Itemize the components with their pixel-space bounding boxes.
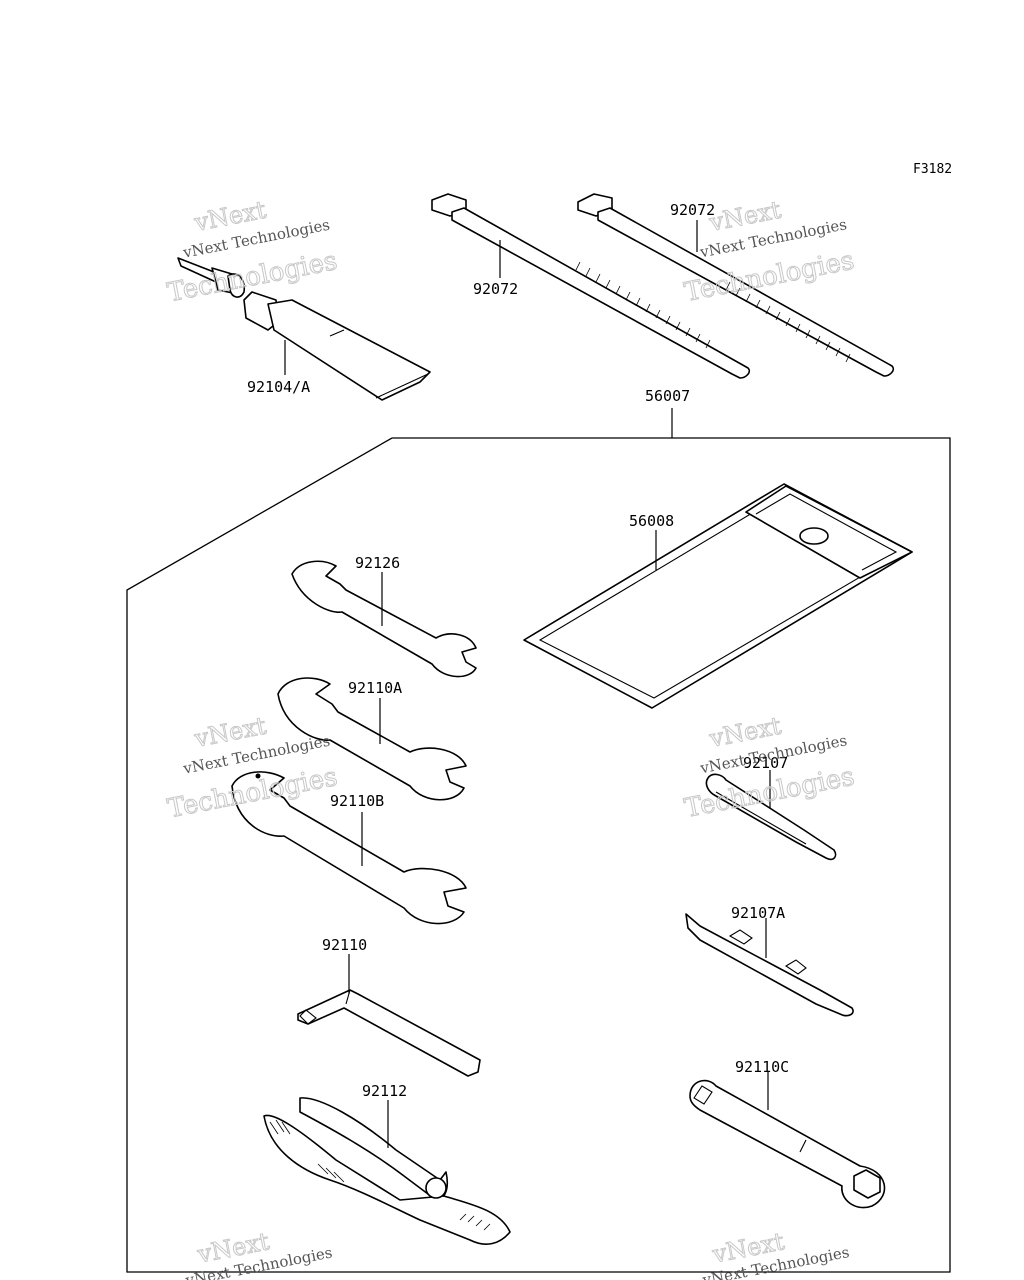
label-screwdriver-92107: 92107 [743, 754, 788, 772]
wrench-92110b-part [231, 771, 467, 925]
grease-tube-part [177, 257, 431, 401]
label-wrench-92110a: 92110A [348, 679, 402, 697]
label-wrench-92126: 92126 [355, 554, 400, 572]
label-wrench-92110b: 92110B [330, 792, 384, 810]
wrench-92110a-part [277, 677, 467, 801]
tool-bag-part [523, 483, 913, 709]
label-tool-kit: 56007 [645, 387, 690, 405]
cable-tie-right-part [577, 193, 895, 377]
watermark-mid-right: vNext vNext Technologies Technologies [682, 711, 858, 824]
wrench-92126-part [291, 560, 477, 678]
label-screwdriver-92107a: 92107A [731, 904, 785, 922]
label-hex-key: 92110 [322, 936, 367, 954]
screwdriver-92107a-part [685, 913, 854, 1017]
figure-code: F3182 [913, 162, 952, 177]
label-pliers: 92112 [362, 1082, 407, 1100]
cable-tie-left-part [431, 193, 751, 379]
pliers-part [263, 1097, 511, 1245]
watermark-bottom-left: vNext vNext Technologies [183, 1227, 334, 1280]
label-cable-tie-left: 92072 [473, 280, 518, 298]
label-grease-tube: 92104/A [247, 378, 310, 396]
screwdriver-92107-part [705, 773, 837, 861]
socket-wrench-part [689, 1079, 886, 1209]
tool-kit-frame [126, 437, 951, 1273]
hex-key-part [297, 989, 481, 1077]
label-tool-bag: 56008 [629, 512, 674, 530]
label-cable-tie-right: 92072 [670, 201, 715, 219]
watermark-top-left: vNext vNext Technologies Technologies [164, 195, 340, 309]
watermark-bottom-right: vNext vNext Technologies [700, 1227, 851, 1280]
label-socket-wrench: 92110C [735, 1058, 789, 1076]
